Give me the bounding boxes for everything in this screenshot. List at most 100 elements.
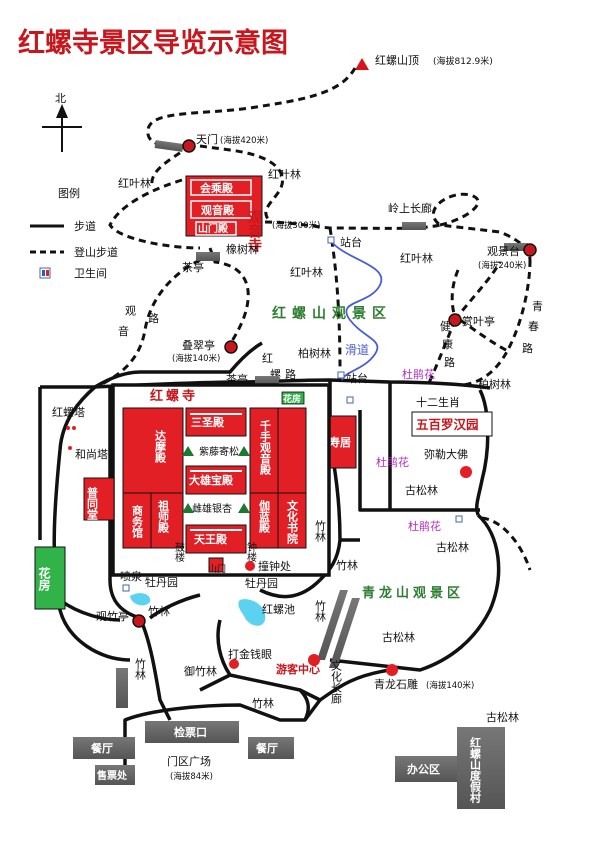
qingchun-road-label-2: 春	[528, 320, 539, 333]
jiankang-road-label[interactable]: 健	[440, 320, 451, 333]
menqu-label[interactable]: 门区广场	[167, 754, 211, 768]
chating-1-label[interactable]: 茶亭	[182, 260, 204, 274]
wenhua-hall-label[interactable]: 文化书院	[286, 499, 299, 545]
shangwu-hall-label[interactable]: 商务馆	[131, 504, 144, 539]
canting-2-building[interactable]	[248, 737, 294, 759]
guanzhu-marker-icon[interactable]	[132, 614, 146, 628]
hongluoshan-area-label[interactable]: 红螺山观景区	[272, 305, 392, 322]
hongluochi-label[interactable]: 红螺池	[262, 603, 295, 616]
zushi-hall-label[interactable]: 祖师殿	[157, 499, 171, 534]
mudan-1-label[interactable]: 牡丹园	[145, 575, 178, 589]
jianpiao-building[interactable]	[145, 721, 239, 743]
canting-1-label[interactable]: 餐厅	[90, 741, 113, 755]
guanjing-label[interactable]: 观景台	[487, 244, 520, 258]
diecui-label[interactable]: 叠翠亭	[182, 338, 215, 352]
slide-label[interactable]: 滑道	[345, 343, 369, 357]
youke-marker-icon[interactable]	[308, 654, 320, 666]
hongluo-road-label[interactable]: 红	[262, 352, 273, 365]
bangong-label[interactable]: 办公区	[407, 762, 440, 776]
huafang-2-building[interactable]	[34, 546, 66, 610]
tianmen-marker-icon[interactable]	[182, 139, 196, 153]
dujiacun-label[interactable]: 红螺山度假村	[469, 736, 482, 804]
qianshou-hall-label[interactable]: 千手观音殿	[259, 419, 273, 476]
qingchun-road-label[interactable]: 青	[532, 300, 543, 313]
zhuangzhong-label[interactable]: 撞钟处	[258, 559, 291, 573]
temple-inner-lines	[190, 413, 242, 531]
forest-gusong-1: 古松林	[405, 483, 438, 497]
tianmen-label[interactable]: 天门	[196, 132, 218, 146]
qinglongshan-area-label[interactable]: 青龙山观景区	[362, 585, 464, 601]
jianpiao-label[interactable]: 检票口	[174, 725, 207, 739]
toilet-icon	[337, 371, 345, 379]
hongluo-temple-label[interactable]: 红螺寺	[150, 388, 198, 404]
north-arrow-icon	[42, 104, 82, 152]
toilet-icon	[346, 396, 354, 404]
dajin-marker-icon[interactable]	[229, 659, 239, 669]
toilet-icon	[122, 584, 130, 592]
shangye-label[interactable]: 赏叶亭	[462, 314, 495, 328]
guanyin-road-label-2: 音	[118, 324, 129, 338]
luohan-garden-box[interactable]	[411, 411, 493, 437]
mudan-2-label[interactable]: 牡丹园	[245, 576, 278, 590]
dajin-label[interactable]: 打金钱眼	[228, 647, 272, 661]
huisheng-hall-label[interactable]: 会乘殿	[200, 181, 234, 195]
corridor-building	[116, 668, 128, 708]
guanyin-road-label[interactable]: 观	[124, 305, 137, 316]
shidiao-label[interactable]: 青龙石雕	[374, 677, 418, 691]
shangye-marker-icon[interactable]	[448, 313, 462, 327]
huafang-2-label[interactable]: 花房	[37, 566, 51, 592]
canting-2-label[interactable]: 餐厅	[255, 741, 278, 755]
zhonglou-label[interactable]: 钟楼	[245, 541, 257, 563]
guanjing-marker-icon[interactable]	[523, 243, 537, 257]
zhuangzhong-marker-icon[interactable]	[245, 561, 255, 571]
toilet-icon	[39, 267, 51, 279]
daxiong-hall-label[interactable]: 大雄宝殿	[189, 473, 234, 487]
heshangta-label[interactable]: 和尚塔	[75, 447, 108, 461]
diecui-marker-icon[interactable]	[224, 340, 238, 354]
shoupiao-building[interactable]	[95, 765, 135, 785]
damo-hall-label[interactable]: 达摩殿	[154, 429, 168, 464]
guanyin-road-label-3: 路	[148, 312, 159, 325]
putongtang-building[interactable]	[83, 477, 115, 521]
zhantai-1-label[interactable]: 站台	[340, 235, 362, 249]
hongluo-pond	[238, 599, 266, 626]
slide-track	[329, 239, 383, 381]
dujiacun-building[interactable]	[457, 727, 505, 809]
fountain-pool	[130, 593, 151, 606]
guanyin-temple-label[interactable]: 观音寺	[246, 210, 262, 253]
summit-label[interactable]: 红螺山顶	[375, 54, 419, 67]
lingshang-corridor-label[interactable]: 岭上长廊	[388, 201, 432, 215]
luohan-garden-label[interactable]: 五百罗汉园	[416, 417, 479, 432]
shidiao-altitude: (海拔140米)	[426, 680, 474, 691]
shengxiao-label[interactable]: 十二生肖	[416, 395, 460, 409]
sansheng-hall-label[interactable]: 三圣殿	[191, 416, 225, 429]
hongluota-label[interactable]: 红螺塔	[52, 406, 85, 419]
tianwang-hall-label[interactable]: 天王殿	[194, 533, 228, 546]
chating-2-label[interactable]: 茶亭	[226, 372, 248, 386]
milefo-label[interactable]: 弥勒大佛	[424, 447, 468, 461]
shoupiao-label[interactable]: 售票处	[97, 769, 128, 782]
huafang-1-building[interactable]	[281, 391, 305, 405]
yinxing-label[interactable]: 雌雄银杏	[192, 502, 232, 515]
youke-label[interactable]: 游客中心	[276, 662, 320, 676]
putongtang-label[interactable]: 普同堂	[86, 486, 99, 520]
wenhua-corridor-label[interactable]: 文化长廊	[330, 659, 343, 705]
temple-gate-label[interactable]: 山门	[208, 563, 226, 575]
forest-zhu-6: 竹林	[252, 696, 274, 710]
guanzhu-label[interactable]: 观竹亭	[96, 609, 129, 623]
bangong-building[interactable]	[395, 756, 457, 782]
summit-marker-icon[interactable]	[355, 58, 369, 70]
ziteng-label[interactable]: 紫藤寄松	[199, 445, 239, 458]
guanyin-hall-label[interactable]: 观音殿	[201, 203, 235, 217]
guanyin-temple[interactable]	[185, 175, 263, 237]
gulou-label[interactable]: 鼓楼	[173, 541, 185, 563]
zhantai-2-label[interactable]: 站台	[346, 371, 368, 385]
guanyin-shanmen-label[interactable]: 山门殿	[198, 222, 229, 235]
milefo-marker-icon[interactable]	[460, 466, 472, 478]
huafang-1-label[interactable]: 花房	[283, 393, 301, 405]
canting-1-building[interactable]	[73, 737, 135, 759]
qielan-hall-label[interactable]: 伽蓝殿	[258, 499, 272, 534]
shidiao-marker-icon[interactable]	[386, 664, 398, 676]
penquan-label[interactable]: 喷泉	[120, 569, 142, 583]
